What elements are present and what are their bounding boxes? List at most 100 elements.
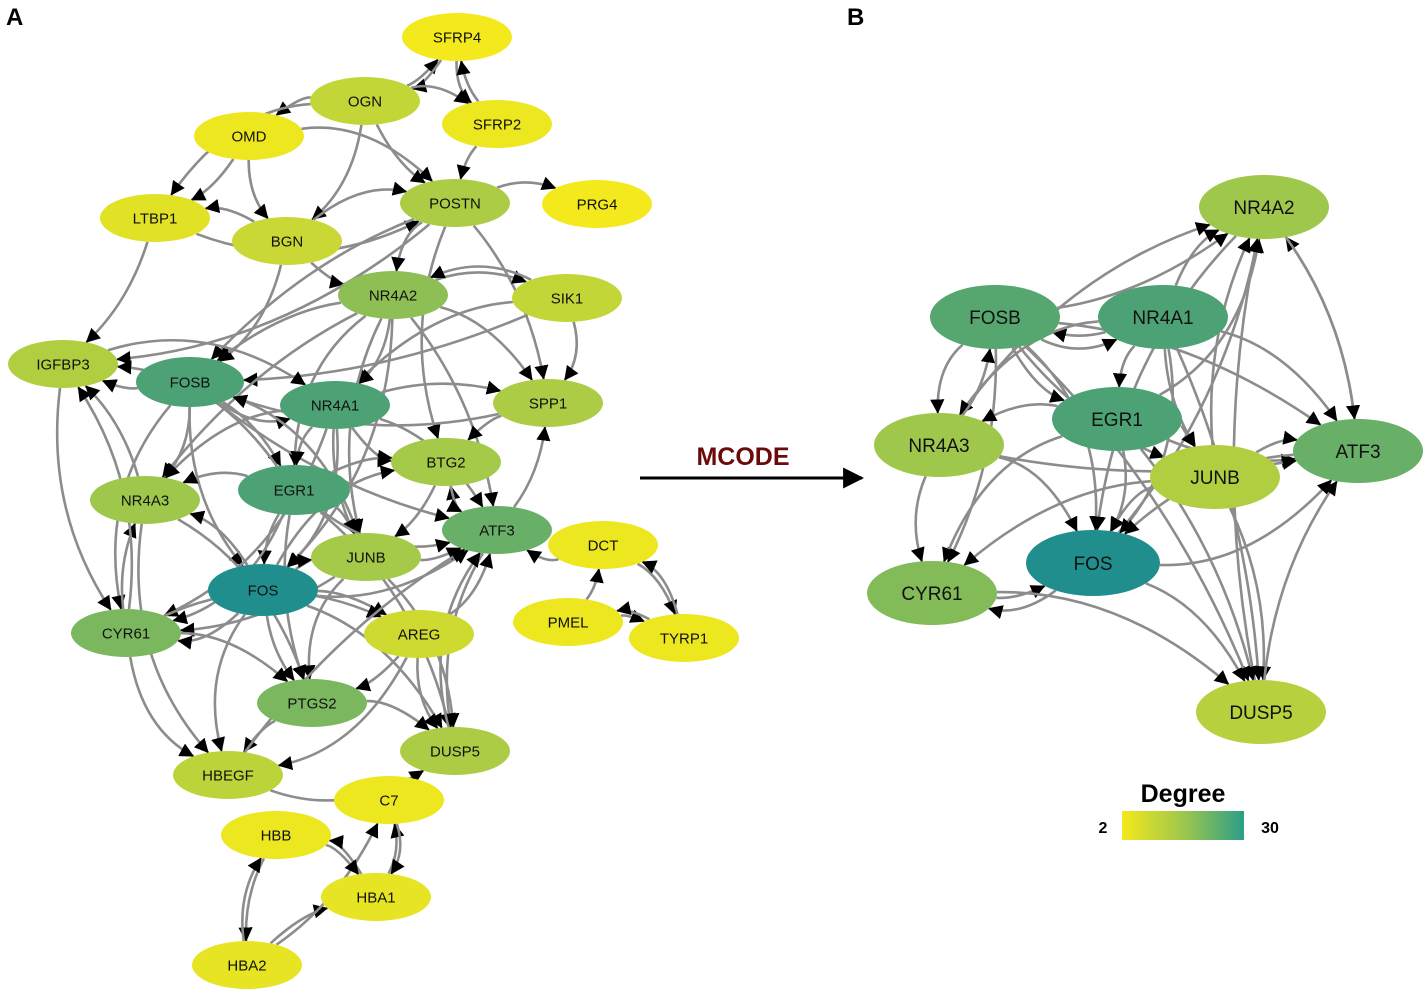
- a-edge-egr1-to-nr4a3: [182, 470, 248, 484]
- b-node-fos: FOS: [1026, 530, 1160, 596]
- a-node-shape-nr4a2: [338, 271, 448, 319]
- b-edge-nr4a1-to-nr4a2: [1174, 228, 1220, 287]
- a-node-label: NR4A2: [369, 287, 417, 304]
- a-node-shape-areg: [364, 610, 474, 658]
- a-node-label: TYRP1: [660, 630, 708, 647]
- a-edge-atf3-to-spp1: [512, 426, 551, 508]
- a-edge-fosb-to-junb: [232, 395, 360, 534]
- a-node-label: HBA2: [227, 957, 266, 974]
- a-node-shape-ptgs2: [257, 679, 367, 727]
- a-node-shape-tyrp1: [629, 614, 739, 662]
- b-edge-cyr61-to-dusp5: [996, 590, 1230, 686]
- a-node-shape-cyr61: [71, 609, 181, 657]
- a-node-label: OGN: [348, 93, 382, 110]
- b-edge-egr1-to-nr4a3: [981, 402, 1058, 423]
- b-edge-nr4a1-to-fos: [1118, 348, 1174, 534]
- a-node-shape-sfrp4: [402, 13, 512, 61]
- a-node-label: IGFBP3: [36, 356, 89, 373]
- a-node-label: HBEGF: [202, 767, 254, 784]
- b-node-label: FOSB: [969, 308, 1021, 329]
- a-node-shape-c7: [334, 776, 444, 824]
- a-node-shape-btg2: [391, 438, 501, 486]
- legend-min-label: 2: [1099, 820, 1108, 837]
- b-node-cyr61: CYR61: [867, 561, 997, 625]
- a-edge-areg-to-ptgs2: [355, 655, 400, 692]
- a-edge-pmel-to-dct: [585, 568, 604, 601]
- a-node-shape-postn: [400, 179, 510, 227]
- a-edge-hbegf-to-atf3: [243, 548, 466, 753]
- b-node-shape-cyr61: [867, 561, 997, 625]
- a-node-label: PMEL: [548, 614, 589, 631]
- b-node-label: EGR1: [1091, 410, 1143, 431]
- a-node-tyrp1: TYRP1: [629, 614, 739, 662]
- a-edge-pmel-to-tyrp1: [620, 609, 645, 623]
- b-edge-fosb-to-nr4a1: [1040, 338, 1118, 352]
- a-edge-nr4a2-to-sik1: [435, 270, 527, 284]
- a-edge-nr4a3-to-igfbp3: [84, 384, 140, 477]
- b-node-atf3: ATF3: [1293, 419, 1423, 483]
- b-node-nr4a2: NR4A2: [1199, 175, 1329, 239]
- a-edge-fos-to-hbegf: [211, 613, 246, 752]
- a-edge-tyrp1-to-dct: [641, 560, 679, 615]
- a-edge-ptgs2-to-dusp5: [366, 699, 430, 731]
- a-node-fosb: FOSB: [136, 357, 244, 407]
- a-node-label: BTG2: [426, 454, 465, 471]
- a-node-areg: AREG: [364, 610, 474, 658]
- a-node-shape-egr1: [238, 465, 350, 515]
- a-node-hbegf: HBEGF: [173, 751, 283, 799]
- b-edge-fosb-to-egr1: [1011, 347, 1065, 403]
- a-edge-ogn-to-sfrp4: [406, 58, 439, 87]
- a-node-cyr61: CYR61: [71, 609, 181, 657]
- legend-color-bar: [1122, 811, 1244, 840]
- b-edge-nr4a1-to-atf3: [1220, 330, 1338, 422]
- a-node-ptgs2: PTGS2: [257, 679, 367, 727]
- a-node-shape-omd: [194, 112, 304, 160]
- a-node-shape-spp1: [493, 379, 603, 427]
- a-edge-areg-to-dusp5: [416, 657, 439, 730]
- a-node-fos: FOS: [208, 564, 318, 616]
- a-node-ogn: OGN: [310, 77, 420, 125]
- b-node-shape-dusp5: [1196, 680, 1326, 744]
- b-node-label: FOS: [1073, 554, 1112, 575]
- panel-label-a: A: [6, 4, 24, 31]
- a-edge-dct-to-atf3: [526, 549, 560, 564]
- b-edge-nr4a3-to-fosb: [961, 348, 995, 417]
- b-edge-fosb-to-atf3: [1058, 321, 1322, 426]
- a-edge-hba1-to-c7: [387, 823, 405, 875]
- a-node-label: EGR1: [274, 482, 315, 499]
- b-node-label: NR4A2: [1233, 198, 1294, 219]
- a-edge-cyr61-to-hbegf: [128, 656, 195, 758]
- b-edge-fos-to-atf3: [1159, 479, 1333, 567]
- b-node-nr4a1: NR4A1: [1098, 285, 1228, 349]
- a-edge-nr4a2-to-egr1: [287, 314, 367, 466]
- a-edge-ltbp1-to-igfbp3: [85, 241, 149, 344]
- panel-label-b: B: [847, 4, 865, 31]
- a-edge-btg2-to-junb: [394, 484, 437, 538]
- a-edge-nr4a1-to-nr4a3: [164, 409, 282, 479]
- b-node-label: ATF3: [1335, 442, 1380, 463]
- a-node-label: SIK1: [551, 290, 584, 307]
- a-edge-sfrp4-to-ogn: [411, 59, 443, 93]
- a-node-label: HBA1: [356, 889, 395, 906]
- a-node-label: LTBP1: [133, 210, 178, 227]
- b-edge-junb-to-atf3: [1255, 430, 1298, 454]
- a-node-label: DCT: [588, 537, 619, 554]
- a-node-shape-hbb: [221, 811, 331, 859]
- a-node-shape-pmel: [513, 598, 623, 646]
- a-node-shape-dct: [548, 521, 658, 569]
- b-node-shape-egr1: [1052, 387, 1182, 451]
- a-node-label: PRG4: [577, 196, 618, 213]
- a-edge-hbb-to-hba1: [325, 843, 360, 876]
- a-edge-fosb-to-fos: [188, 406, 244, 567]
- b-edge-atf3-to-nr4a2: [1284, 236, 1356, 420]
- a-node-sfrp2: SFRP2: [442, 100, 552, 148]
- a-edge-fos-to-nr4a3: [189, 510, 249, 566]
- a-edge-postn-to-btg2: [420, 226, 447, 439]
- a-node-label: FOS: [248, 582, 279, 599]
- b-node-shape-fos: [1026, 530, 1160, 596]
- a-node-label: NR4A3: [121, 492, 169, 509]
- a-edge-junb-to-ptgs2: [301, 577, 345, 680]
